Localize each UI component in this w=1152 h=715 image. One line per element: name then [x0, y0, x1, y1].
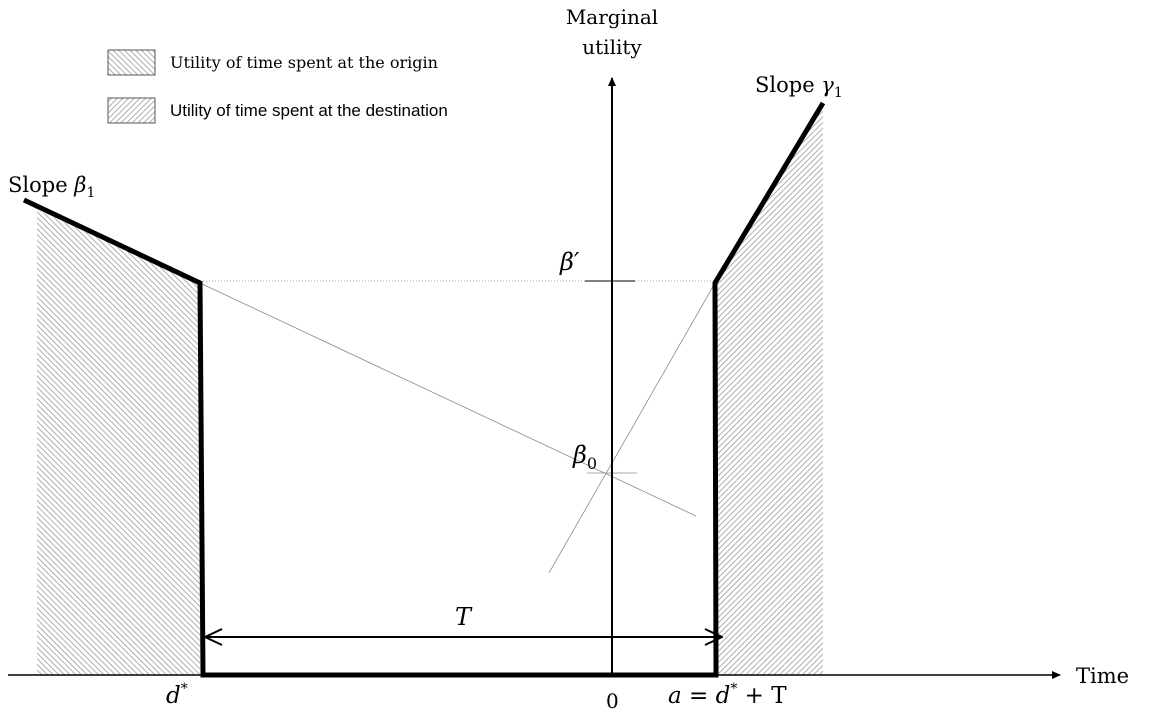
- arrival-time-label: a = d* + T: [668, 681, 787, 709]
- departure-time-label: d*: [166, 681, 188, 709]
- legend-destination-label: Utility of time spent at the destination: [170, 101, 448, 120]
- origin-zero-label: 0: [606, 689, 619, 713]
- legend-origin-swatch: [107, 49, 156, 76]
- x-axis-label: Time: [1076, 664, 1129, 688]
- beta1-extension-line: [199, 282, 697, 517]
- destination-utility-area: [715, 100, 823, 675]
- beta-prime-label: β′: [559, 248, 580, 276]
- origin-utility-area: [37, 210, 200, 675]
- slope-gamma1-label: Slope γ1: [755, 73, 843, 101]
- beta0-label: β0: [572, 441, 597, 473]
- y-axis-label-line1: Marginal: [566, 5, 658, 29]
- marginal-utility-curve: [22, 101, 826, 678]
- legend-origin-label: Utility of time spent at the origin: [170, 53, 438, 72]
- gamma1-extension-line: [548, 282, 716, 574]
- travel-time-label: T: [455, 603, 473, 631]
- legend-destination-swatch: [107, 97, 156, 124]
- y-axis-label-line2: utility: [582, 35, 642, 59]
- slope-beta1-label: Slope β1: [8, 173, 95, 201]
